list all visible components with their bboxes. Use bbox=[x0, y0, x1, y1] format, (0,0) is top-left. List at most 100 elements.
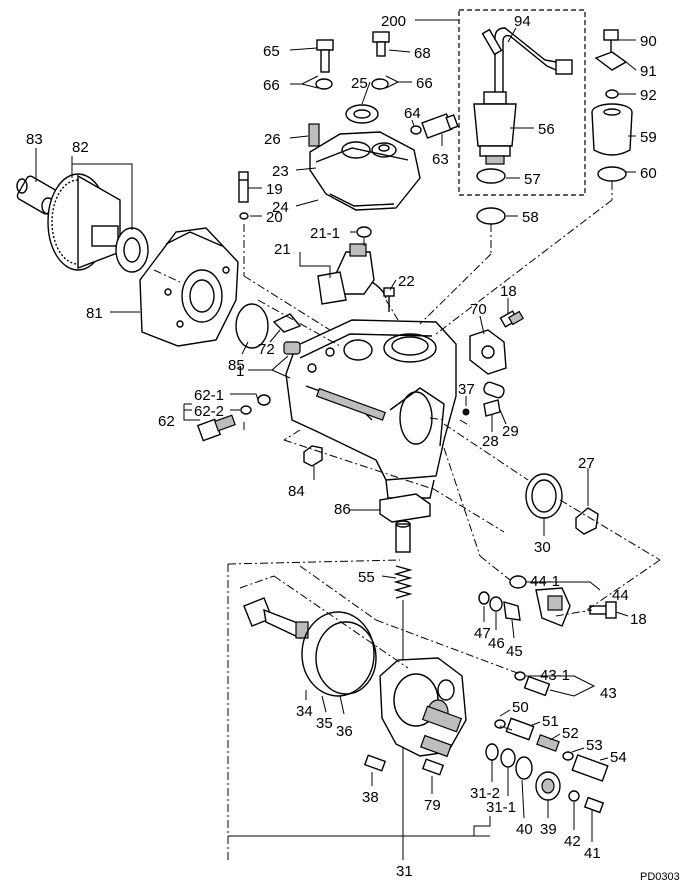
spring-55 bbox=[393, 565, 413, 599]
diagram-code: PD0303 bbox=[640, 871, 680, 883]
label-26: 26 bbox=[264, 131, 281, 148]
solenoid-56 bbox=[473, 91, 517, 165]
label-27: 27 bbox=[578, 455, 595, 472]
cap-59 bbox=[591, 103, 633, 156]
label-46: 46 bbox=[488, 635, 505, 652]
label-34: 34 bbox=[296, 703, 313, 720]
label-31-2: 31-2 bbox=[470, 785, 500, 802]
label-68: 68 bbox=[414, 45, 431, 62]
label-23: 23 bbox=[272, 163, 289, 180]
spring-52 bbox=[536, 734, 560, 752]
seal-36 bbox=[315, 621, 377, 695]
bolt-79 bbox=[421, 758, 445, 776]
label-63: 63 bbox=[432, 151, 449, 168]
label-72: 72 bbox=[258, 341, 275, 358]
label-42: 42 bbox=[564, 833, 581, 850]
pump-body-1 bbox=[285, 319, 457, 499]
washer-66b bbox=[371, 78, 389, 90]
plug-29 bbox=[483, 381, 505, 399]
label-1: 1 bbox=[236, 363, 244, 380]
label-92: 92 bbox=[640, 87, 657, 104]
bolt-68 bbox=[372, 31, 390, 57]
valve-21 bbox=[317, 243, 387, 305]
label-44-1: 44-1 bbox=[530, 573, 560, 590]
harness-94 bbox=[481, 27, 573, 95]
label-200: 200 bbox=[381, 13, 406, 30]
plunger-top bbox=[395, 520, 411, 553]
fittings-lower bbox=[420, 705, 463, 758]
label-39: 39 bbox=[540, 821, 557, 838]
plate-70 bbox=[469, 329, 507, 375]
leader-lines bbox=[35, 19, 637, 860]
label-94: 94 bbox=[514, 13, 531, 30]
label-22: 22 bbox=[398, 273, 415, 290]
seal-35 bbox=[301, 611, 375, 697]
oring-44-1 bbox=[509, 575, 527, 589]
label-90: 90 bbox=[640, 33, 657, 50]
label-86: 86 bbox=[334, 501, 351, 518]
label-43: 43 bbox=[600, 685, 617, 702]
washer-47 bbox=[478, 591, 490, 605]
washer-42 bbox=[568, 790, 580, 802]
label-31-1: 31-1 bbox=[486, 799, 516, 816]
housing-81 bbox=[139, 227, 239, 347]
nut-84 bbox=[303, 445, 323, 467]
label-29: 29 bbox=[502, 423, 519, 440]
label-83: 83 bbox=[26, 131, 43, 148]
label-82: 82 bbox=[72, 139, 89, 156]
label-85: 85 bbox=[228, 357, 245, 374]
plug-45 bbox=[503, 601, 521, 621]
oring-60 bbox=[597, 166, 627, 182]
label-37: 37 bbox=[458, 381, 475, 398]
oring-62-1 bbox=[257, 394, 271, 406]
ring-31-2 bbox=[485, 743, 499, 761]
label-21: 21 bbox=[274, 241, 291, 258]
label-41: 41 bbox=[584, 845, 601, 862]
ring-31-1 bbox=[500, 748, 516, 768]
bolt-18a bbox=[499, 310, 525, 328]
oring-58 bbox=[476, 207, 506, 225]
label-54: 54 bbox=[610, 749, 627, 766]
bolt-65 bbox=[316, 39, 334, 73]
plug-62 bbox=[196, 414, 236, 442]
bolt-26 bbox=[308, 123, 320, 147]
fitting-43 bbox=[523, 675, 551, 697]
label-40: 40 bbox=[516, 821, 533, 838]
label-66: 66 bbox=[416, 75, 433, 92]
sensor-63 bbox=[421, 113, 459, 139]
label-70: 70 bbox=[470, 301, 487, 318]
plug-on-body bbox=[283, 341, 301, 355]
label-21-1: 21-1 bbox=[310, 225, 340, 242]
label-50: 50 bbox=[512, 699, 529, 716]
ring-50 bbox=[494, 719, 506, 729]
screw-90 bbox=[603, 29, 619, 52]
pin-19 bbox=[238, 171, 249, 203]
label-19: 19 bbox=[266, 181, 283, 198]
fitting-27 bbox=[575, 507, 599, 535]
label-45: 45 bbox=[506, 643, 523, 660]
washer-92 bbox=[605, 89, 619, 99]
shaft-34 bbox=[243, 597, 309, 640]
seal-25 bbox=[345, 104, 379, 124]
oring-43-1 bbox=[514, 671, 526, 681]
key-72 bbox=[272, 313, 302, 333]
label-25: 25 bbox=[351, 75, 368, 92]
oring-85 bbox=[235, 303, 269, 349]
label-81: 81 bbox=[86, 305, 103, 322]
kit-200-frame bbox=[458, 9, 586, 196]
label-62-2: 62-2 bbox=[194, 403, 224, 420]
label-91: 91 bbox=[640, 63, 657, 80]
label-57: 57 bbox=[524, 171, 541, 188]
label-66: 66 bbox=[263, 77, 280, 94]
oring-64 bbox=[410, 125, 422, 135]
label-18: 18 bbox=[630, 611, 647, 628]
bolt-22 bbox=[383, 287, 395, 312]
label-51: 51 bbox=[542, 713, 559, 730]
fitting-51 bbox=[505, 717, 535, 741]
label-60: 60 bbox=[640, 165, 657, 182]
nut-39 bbox=[535, 771, 561, 801]
ball-37 bbox=[462, 408, 470, 416]
label-36: 36 bbox=[336, 723, 353, 740]
label-62: 62 bbox=[158, 413, 175, 430]
block-86 bbox=[379, 493, 431, 523]
